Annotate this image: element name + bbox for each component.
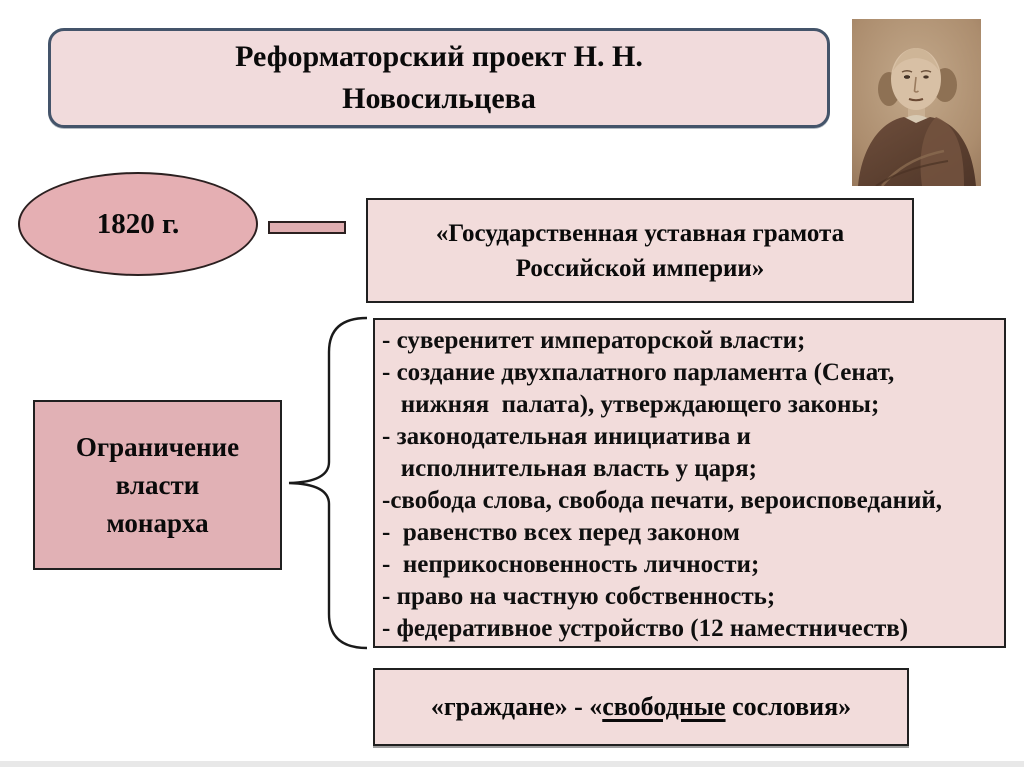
- curly-brace: [283, 316, 369, 650]
- provision-item: исполнительная власть у царя;: [382, 455, 757, 482]
- charter-line2: Российской империи»: [515, 254, 765, 282]
- provision-item: - суверенитет императорской власти;: [382, 327, 806, 354]
- portrait-image: [852, 19, 981, 187]
- provisions-box: - суверенитет императорской власти; - со…: [373, 318, 1006, 648]
- citizens-box: «граждане» - «свободные сословия»: [373, 668, 909, 746]
- provision-item: - создание двухпалатного парламента (Сен…: [382, 359, 895, 386]
- year-ellipse: 1820 г.: [18, 172, 258, 276]
- provision-item: - неприкосновенность личности;: [382, 551, 760, 578]
- curly-brace-svg: [288, 316, 368, 650]
- provision-item: - равенство всех перед законом: [382, 519, 740, 546]
- provision-item: - право на частную собственность;: [382, 583, 776, 610]
- provision-item: - законодательная инициатива и: [382, 423, 751, 450]
- citizens-prefix: «граждане» - «: [430, 692, 603, 721]
- year-label: 1820 г.: [96, 207, 180, 240]
- citizens-text: «граждане» - «свободные сословия»: [431, 692, 851, 722]
- slide-title-line1: Реформаторский проект Н. Н.: [235, 40, 643, 73]
- provision-item: нижняя палата), утверждающего законы;: [382, 391, 880, 418]
- citizens-suffix: сословия»: [725, 692, 852, 721]
- provision-item: - федеративное устройство (12 наместниче…: [382, 615, 909, 642]
- bottom-strip: [0, 761, 1024, 767]
- charter-box: «Государственная уставная грамота Россий…: [366, 198, 914, 303]
- slide-title-line2: Новосильцева: [342, 82, 536, 115]
- citizens-underlined: свободные: [602, 692, 726, 721]
- monarch-line2: власти: [115, 470, 200, 500]
- charter-line1: «Государственная уставная грамота: [435, 219, 845, 247]
- provision-item: -свобода слова, свобода печати, вероиспо…: [382, 487, 943, 514]
- slide-title-box: Реформаторский проект Н. Н. Новосильцева: [48, 28, 830, 128]
- monarch-line1: Ограничение: [75, 432, 240, 462]
- connector-bar: [268, 221, 346, 234]
- monarch-line3: монарха: [106, 508, 209, 538]
- monarch-limit-box: Ограничение власти монарха: [33, 400, 282, 570]
- portrait-svg: [852, 19, 981, 187]
